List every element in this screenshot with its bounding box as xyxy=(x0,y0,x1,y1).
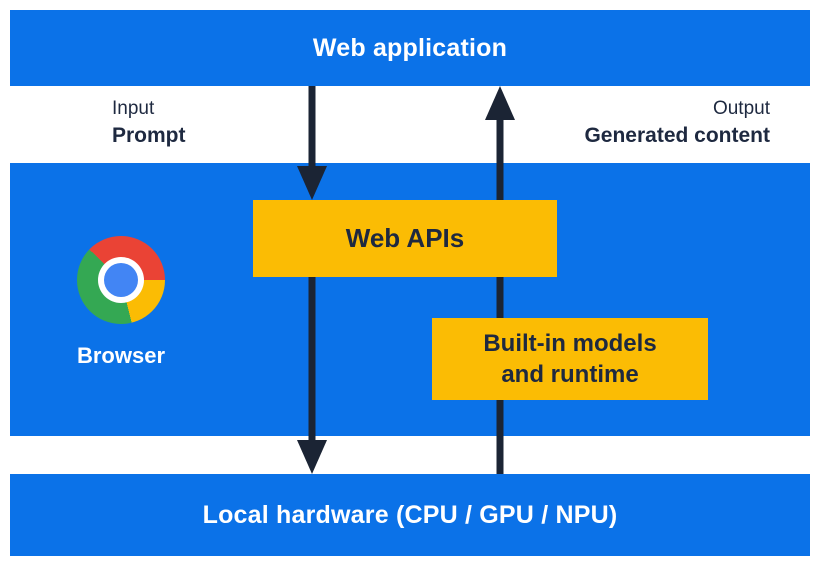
web-apis-box: Web APIs xyxy=(253,200,557,277)
browser-label: Browser xyxy=(76,343,166,368)
local-hardware-bar: Local hardware (CPU / GPU / NPU) xyxy=(10,474,810,556)
output-label-group: Output Generated content xyxy=(584,96,770,150)
web-application-label: Web application xyxy=(312,33,508,62)
chrome-logo-icon xyxy=(77,236,165,324)
input-title: Input xyxy=(112,98,155,119)
builtin-models-box: Built-in models and runtime xyxy=(432,318,708,400)
web-application-bar: Web application xyxy=(10,10,810,86)
local-hardware-label: Local hardware (CPU / GPU / NPU) xyxy=(202,500,618,529)
input-value: Prompt xyxy=(112,124,186,147)
web-apis-label: Web APIs xyxy=(345,223,465,253)
output-title: Output xyxy=(712,98,770,119)
input-label-group: Input Prompt xyxy=(112,96,186,150)
output-value: Generated content xyxy=(584,124,770,147)
builtin-models-label: Built-in models and runtime xyxy=(483,329,657,388)
